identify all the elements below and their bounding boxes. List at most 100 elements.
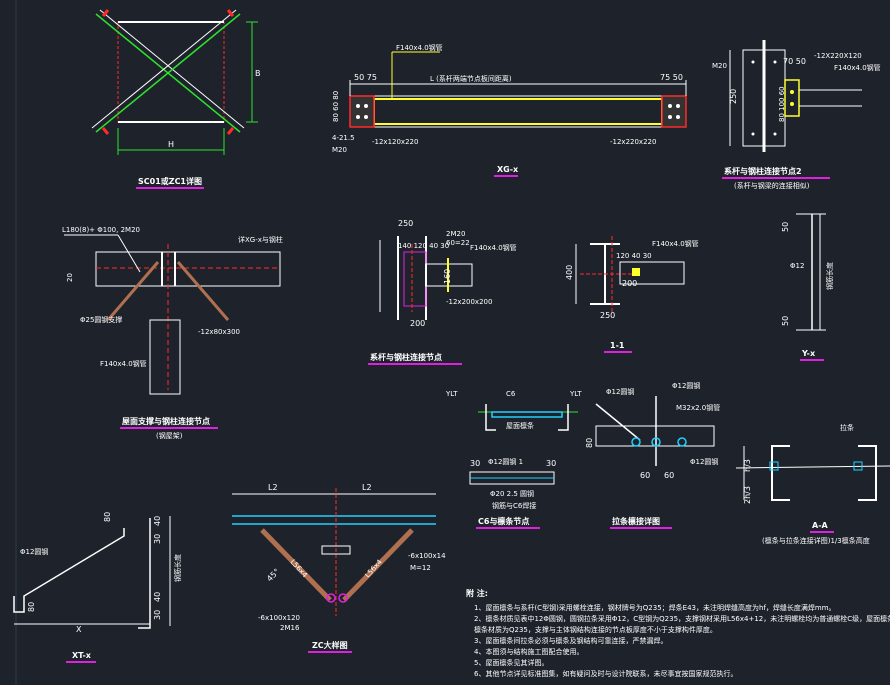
purlin-title: C6与檩条节点 [478,516,529,526]
zc-l2b: L2 [362,483,372,492]
notes-line-3: 檩条材质为Q235，支撑与主体钢结构连接的节点板厚度不小于支撑构件厚度。 [474,625,717,634]
xg-end-left: 50 75 [354,73,377,82]
tie-dim-60b: 60 [664,471,674,480]
sec11-dim-400: 400 [565,265,574,280]
purlin-left: YLT [445,390,458,398]
xt-title: XT-x [72,651,92,660]
sec11-dim-200: 200 [622,279,637,288]
rafter-dim-250: 250 [398,219,413,228]
sec11-dim-250: 250 [600,311,615,320]
purlin-bar2: Φ20 2.5 圆钢 [490,489,534,498]
notes-line-7: 6、其他节点详见标准图集，如有疑问及时与设计院联系，未尽事宜按国家规范执行。 [474,669,737,678]
zc-r1: -6x100x14 [408,552,446,560]
aa-title: A-A [812,521,829,530]
sec11-title: 1-1 [610,341,625,350]
rafter-node-detail: 250 200 160 140 120 40 30 2M20 60=22 F14… [368,219,517,365]
purlin-sub: 钢筋与C6焊接 [492,501,536,510]
node2-detail: 250 70 50 -12X220X120 F140x4.0钢管 M20 80 … [712,40,881,190]
zc-title: ZC大样图 [312,640,348,650]
roof-brace-detail: L180(8)+ Φ100, 2M20 详XG-x与钢柱 Φ25圆钢支撑 -12… [62,226,283,440]
tie-title: 拉条檩接详图 [612,516,660,526]
section-1-1: 400 250 200 120 40 30 F140x4.0钢管 1-1 [565,236,699,353]
zc-l2a: L2 [268,483,278,492]
purlin-label2: 屋面檩条 [506,421,534,430]
xt-bar: Φ12圆钢 [20,547,48,556]
aa-section: h/3 2h/3 拉条 A-A (檩条与拉条连接详图)1/3檩条高度 [735,423,890,545]
rafter-dim-200: 200 [410,319,425,328]
xt-d80b: 80 [27,602,36,612]
xt-side: 钢筋长度 [173,554,182,582]
tie-dim-60a: 60 [640,471,650,480]
xg-plate-right: -12x220x220 [610,138,656,146]
node2-vdims: 80 100 60 [778,86,786,122]
notes: 附 注: 1、屋面檩条与系杆(C型钢)采用螺栓连接，钢材牌号为Q235；焊条E4… [466,588,890,678]
node2-plate: -12X220X120 [814,52,862,60]
rafter-plate: -12x200x200 [446,298,492,306]
sc-dim-b: B [255,69,261,78]
notes-heading: 附 注: [466,588,488,598]
roof-brace-subtitle: (钢屋架) [156,431,183,440]
y-dim-50a: 50 [781,222,790,232]
xg-title: XG-x [497,165,519,174]
sc-dim-h: H [168,140,174,149]
aa-h2: 2h/3 [743,486,752,504]
node2-pipe: F140x4.0钢管 [834,63,881,72]
sec11-pipe: F140x4.0钢管 [652,239,699,248]
roof-brace-dim: 20 [66,273,74,282]
xg-left-dims: 80 60 80 [332,91,340,122]
node2-subtitle: (系杆与钢梁的连接相似) [734,181,810,190]
xt-detail: Φ12圆钢 80 80 40 30 40 30 钢筋长度 X XT-x [13,512,182,663]
xt-d30a: 30 [153,534,162,544]
zc-r2: M=12 [410,564,431,572]
notes-line-2: 2、檩条材质见表中12Φ圆钢，圆钢拉条采用Φ12，C型钢为Q235，支撑钢材采用… [474,614,890,623]
xg-bolt: M20 [332,146,347,154]
rafter-dim-160: 160 [443,269,452,284]
xg-detail: F140x4.0钢管 50 75 L (系杆两端节点板间距离) 75 50 80… [332,43,687,177]
notes-line-4: 3、屋面檩条间拉条必须与檩条及钢结构可靠连接，严禁漏焊。 [474,636,667,645]
zc-bolt: 2M16 [280,624,300,632]
notes-line-6: 5、屋面檩条见其详图。 [474,658,548,667]
tie-top-r: Φ12圆钢 [672,381,700,390]
roof-brace-plate: -12x80x300 [198,328,240,336]
xg-end-right: 75 50 [660,73,683,82]
aa-label: 拉条 [840,423,854,432]
y-bar: Φ12 [790,262,804,270]
roof-brace-ref: 详XG-x与钢柱 [238,235,283,244]
y-title: Y-x [801,349,816,358]
rafter-weld2: 60=22 [446,239,470,247]
tie-top-l: Φ12圆钢 [606,387,634,396]
purlin-dim-30a: 30 [470,459,480,468]
tie-dim-80: 80 [585,438,594,448]
node2-dim-70-50: 70 50 [783,57,806,66]
notes-line-5: 4、本图须与结构施工图配合使用。 [474,647,583,656]
node2-bolt: M20 [712,62,727,70]
y-side: 钢筋长度 [825,262,834,290]
xg-hole: 4-21.5 [332,134,355,142]
roof-brace-title: 屋面支撑与钢柱连接节点 [122,416,210,426]
rafter-weld: 2M20 [446,230,465,238]
purlin-node: YLT C6 YLT 屋面檩条 30 30 Φ12圆钢 1 Φ20 2.5 圆钢… [445,390,582,529]
y-section: 50 50 Φ12 钢筋长度 Y-x [781,213,834,361]
tie-node: Φ12圆钢 Φ12圆钢 M32x2.0钢管 Φ12圆钢 80 60 60 拉条檩… [585,381,720,529]
y-dim-50b: 50 [781,316,790,326]
node2-dim-250: 250 [729,89,738,104]
aa-h1: h/3 [743,459,752,472]
rafter-pipe: F140x4.0钢管 [470,243,517,252]
tie-mid: M32x2.0钢管 [676,403,720,412]
roof-brace-rod2: Φ25圆钢支撑 [80,315,122,324]
zc-plate: -6x100x120 [258,614,300,622]
purlin-right: YLT [569,390,582,398]
notes-line-1: 1、屋面檩条与系杆(C型钢)采用螺栓连接，钢材牌号为Q235；焊条E43，未注明… [474,603,836,612]
xg-pipe-label: F140x4.0钢管 [396,43,443,52]
purlin-mid: C6 [506,390,516,398]
purlin-dim-30b: 30 [546,459,556,468]
xt-d30b: 30 [153,610,162,620]
xt-d40b: 40 [153,592,162,602]
sec11-top: 120 40 30 [616,252,652,260]
aa-sub: (檩条与拉条连接详图)1/3檩条高度 [762,536,870,545]
roof-brace-rod: L180(8)+ Φ100, 2M20 [62,226,140,234]
rafter-title: 系杆与钢柱连接节点 [370,352,442,362]
purlin-bar: Φ12圆钢 1 [488,457,523,466]
